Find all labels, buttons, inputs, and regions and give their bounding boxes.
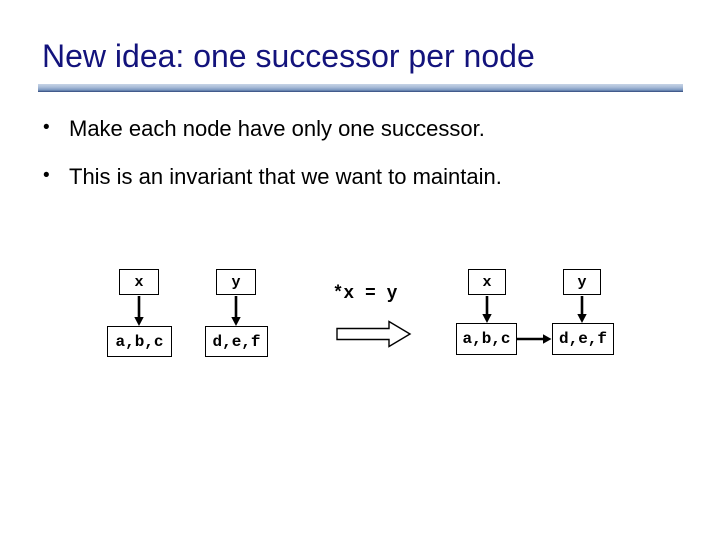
after-node-box-abc: a,b,c [456, 323, 517, 355]
before-node-box-def: d,e,f [205, 326, 268, 357]
before-node-box-abc: a,b,c [107, 326, 172, 357]
before-pointer-box-x: x [119, 269, 159, 295]
after-node-box-def: d,e,f [552, 323, 614, 355]
before-pointer-box-y: y [216, 269, 256, 295]
bullet-marker: • [43, 165, 50, 186]
bullet-text: Make each node have only one successor. [69, 116, 485, 141]
after-pointer-box-y: y [563, 269, 601, 295]
bullet-item: • Make each node have only one successor… [43, 116, 683, 141]
operation-label: *x = y [332, 284, 398, 304]
page-title: New idea: one successor per node [42, 38, 535, 74]
bullet-marker: • [43, 117, 50, 138]
bullet-item: • This is an invariant that we want to m… [43, 164, 683, 189]
arrow-after-x-to-abc [482, 296, 492, 323]
after-pointer-box-x: x [468, 269, 506, 295]
title-divider [38, 84, 683, 92]
arrow-before-y-to-def [231, 296, 241, 326]
arrow-after-abc-to-def [517, 334, 552, 344]
arrow-before-x-to-abc [134, 296, 144, 326]
bullet-text: This is an invariant that we want to mai… [69, 164, 502, 189]
arrow-after-y-to-def [577, 296, 587, 323]
transition-block-arrow-icon [336, 320, 412, 348]
